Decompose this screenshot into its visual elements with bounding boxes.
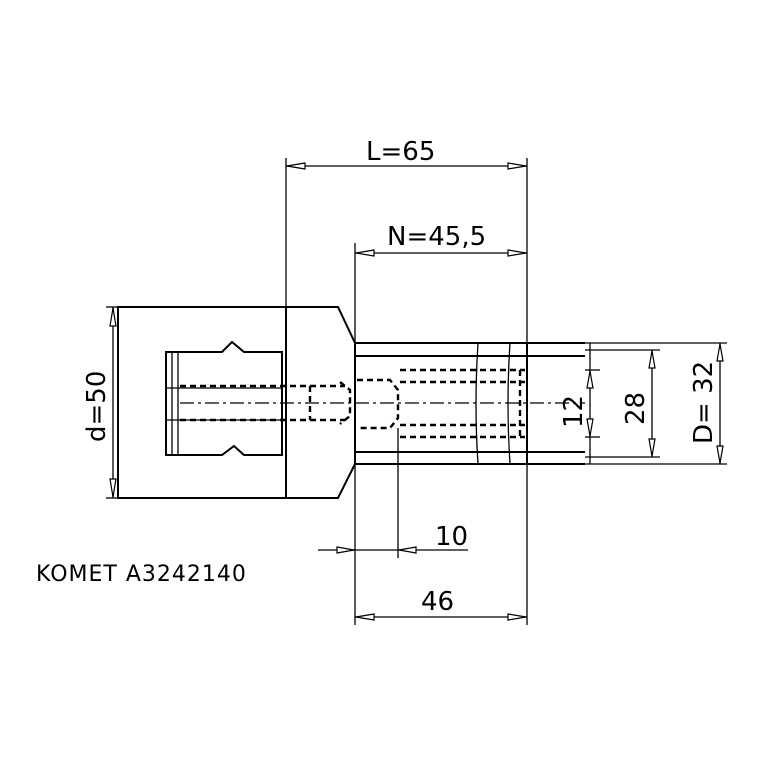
label-length-46: 46 <box>421 587 454 617</box>
hidden-bores <box>180 368 525 439</box>
label-diameter-32: D= 32 <box>689 361 719 444</box>
label-diameter-28: 28 <box>621 392 651 425</box>
label-length-65: L=65 <box>366 137 435 167</box>
dimension-diameter-50: d=50 <box>82 306 118 499</box>
tool-shank <box>355 342 585 465</box>
dimension-length-46: 46 <box>354 464 528 625</box>
label-diameter-50: d=50 <box>82 371 112 442</box>
label-depth-10: 10 <box>435 522 468 552</box>
dimension-diameter-12: 12 <box>559 343 600 464</box>
dimension-n-45-5: N=45,5 <box>354 222 527 343</box>
label-diameter-12: 12 <box>559 395 589 428</box>
dimension-depth-10: 10 <box>318 428 468 558</box>
dimension-length-65: L=65 <box>285 137 528 343</box>
dimension-diameter-28: 28 <box>585 349 660 458</box>
part-number-caption: KOMET A3242140 <box>36 562 247 587</box>
dimension-diameter-32: D= 32 <box>585 342 727 465</box>
label-n-45-5: N=45,5 <box>387 222 486 252</box>
